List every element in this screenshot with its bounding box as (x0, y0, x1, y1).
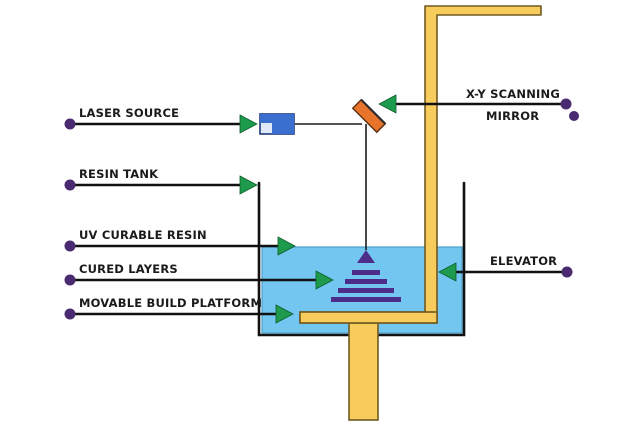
arrow-movable-build-platform (275, 304, 294, 324)
movable-build-platform (299, 311, 438, 324)
label-resin-tank: RESIN TANK (79, 167, 159, 181)
label-elevator: ELEVATOR (490, 254, 557, 268)
dot-scanning-mirror (560, 98, 572, 110)
cured-layer (352, 270, 380, 275)
arrow-scanning-mirror (378, 94, 397, 114)
cured-layer-tip (357, 250, 375, 263)
elevator-shaft (348, 322, 379, 421)
label-laser-source: LASER SOURCE (79, 106, 179, 120)
arrow-uv-curable-resin (277, 236, 296, 256)
arrow-resin-tank (239, 175, 258, 195)
label-movable-build-platform: MOVABLE BUILD PLATFORM (79, 296, 262, 310)
label-scanning-mirror-line1: X-Y SCANNING (466, 87, 560, 101)
arrow-laser-source (239, 114, 258, 134)
arrow-elevator (438, 262, 457, 282)
dot-cured-layers (64, 274, 76, 286)
cured-layers (331, 250, 401, 302)
dot-elevator (561, 266, 573, 278)
dot-scanning-mirror-extra (569, 111, 579, 121)
cured-layer (331, 297, 401, 302)
laser-source-device (259, 113, 295, 135)
label-scanning-mirror-line2: MIRROR (486, 109, 539, 123)
arrow-cured-layers (315, 270, 334, 290)
x-y-scanning-mirror (351, 98, 387, 134)
dot-resin-tank (64, 179, 76, 191)
dot-uv-curable-resin (64, 240, 76, 252)
cured-layer (345, 279, 387, 284)
dot-movable-build-platform (64, 308, 76, 320)
dot-laser-source (64, 118, 76, 130)
label-cured-layers: CURED LAYERS (79, 262, 178, 276)
cured-layer (338, 288, 394, 293)
label-uv-curable-resin: UV CURABLE RESIN (79, 228, 207, 242)
